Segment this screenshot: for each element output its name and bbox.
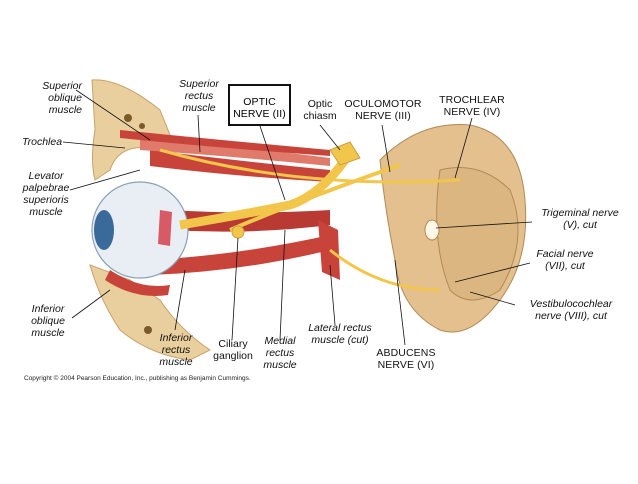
abducens-nerve bbox=[329, 248, 441, 292]
oculomotor-nerve bbox=[229, 163, 401, 232]
label-optic-nerve: OPTIC NERVE (II) bbox=[233, 96, 286, 120]
label-levator-palpebrae: Levator palpebrae superioris muscle bbox=[22, 170, 70, 218]
inferior-rectus bbox=[150, 235, 330, 275]
levator bbox=[140, 138, 330, 166]
label-ciliary-ganglion: Ciliary ganglion bbox=[213, 338, 253, 362]
label-vestibulocochlear-nerve: Vestibulocochlear nerve (VIII), cut bbox=[529, 298, 613, 322]
iris bbox=[94, 210, 114, 250]
orbit-floor-bone bbox=[89, 264, 211, 361]
lateral-rectus bbox=[318, 220, 340, 280]
label-superior-rectus: Superior rectus muscle bbox=[179, 78, 219, 114]
label-trochlea: Trochlea bbox=[22, 136, 63, 148]
label-inferior-oblique: Inferior oblique muscle bbox=[31, 303, 65, 339]
eyeball bbox=[91, 181, 189, 279]
label-superior-oblique: Superior oblique muscle bbox=[42, 80, 82, 116]
label-lateral-rectus: Lateral rectus muscle (cut) bbox=[308, 322, 372, 346]
label-abducens-nerve: ABDUCENS NERVE (VI) bbox=[376, 347, 436, 371]
label-facial-nerve: Facial nerve (VII), cut bbox=[536, 248, 594, 272]
label-trochlear-nerve: TROCHLEAR NERVE (IV) bbox=[439, 94, 505, 118]
cerebellum bbox=[436, 167, 519, 301]
ciliary-ganglion bbox=[231, 225, 245, 239]
inferior-oblique bbox=[105, 270, 170, 296]
optic-nerve-highlight-box: OPTIC NERVE (II) bbox=[228, 84, 291, 126]
label-optic-chiasm: Optic chiasm bbox=[303, 98, 337, 122]
trochlear-nerve bbox=[159, 148, 461, 184]
optic-chiasm bbox=[329, 141, 361, 166]
orbit-bone bbox=[91, 79, 177, 181]
superior-oblique bbox=[120, 130, 330, 156]
copyright-notice: Copyright © 2004 Pearson Education, Inc.… bbox=[24, 375, 251, 382]
label-inferior-rectus: Inferior rectus muscle bbox=[159, 332, 193, 368]
label-trigeminal-nerve: Trigeminal nerve (V), cut bbox=[541, 207, 619, 231]
label-oculomotor-nerve: OCULOMOTOR NERVE (III) bbox=[344, 98, 422, 122]
label-medial-rectus: Medial rectus muscle bbox=[263, 335, 297, 371]
